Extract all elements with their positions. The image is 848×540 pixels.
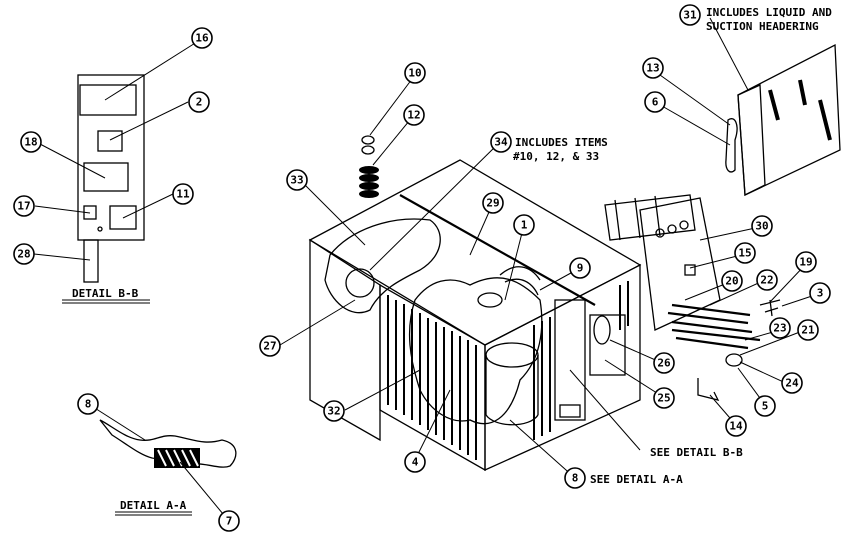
detail-bb-panel xyxy=(62,74,150,304)
callout-23: 23 xyxy=(769,317,791,339)
spring-part xyxy=(359,166,379,198)
callout-15: 15 xyxy=(734,242,756,264)
leader-lines xyxy=(33,17,819,521)
svg-text:24: 24 xyxy=(785,377,799,390)
detail-bb-title: DETAIL B-B xyxy=(72,287,139,300)
callout-25: 25 xyxy=(653,387,675,409)
svg-text:21: 21 xyxy=(801,324,815,337)
svg-text:7: 7 xyxy=(226,515,233,528)
condensing-unit-cabinet xyxy=(308,159,642,472)
svg-text:6: 6 xyxy=(652,96,659,109)
svg-text:16: 16 xyxy=(195,32,209,45)
callout-4: 4 xyxy=(404,451,426,473)
callout-9: 9 xyxy=(569,257,591,279)
note-34-line2: #10, 12, & 33 xyxy=(513,150,599,163)
callout-8-detail: 8 xyxy=(77,393,99,415)
coil-grille xyxy=(387,281,629,460)
see-detail-bb-note: SEE DETAIL B-B xyxy=(650,446,743,459)
callout-21: 21 xyxy=(797,319,819,341)
callout-29: 29 xyxy=(482,192,504,214)
callout-7: 7 xyxy=(218,510,240,532)
detail-aa-title: DETAIL A-A xyxy=(120,499,187,512)
svg-text:26: 26 xyxy=(657,357,671,370)
svg-text:29: 29 xyxy=(486,197,499,210)
svg-text:2: 2 xyxy=(196,96,203,109)
note-31-line1: INCLUDES LIQUID AND xyxy=(706,6,832,19)
svg-text:25: 25 xyxy=(657,392,670,405)
callout-14: 14 xyxy=(725,415,747,437)
callout-6: 6 xyxy=(644,91,666,113)
callout-34: 34 xyxy=(490,131,512,153)
detail-aa-insulator xyxy=(99,419,237,516)
svg-text:18: 18 xyxy=(24,136,37,149)
callout-30: 30 xyxy=(751,215,773,237)
svg-text:22: 22 xyxy=(760,274,773,287)
svg-text:4: 4 xyxy=(412,456,419,469)
svg-text:28: 28 xyxy=(17,248,30,261)
callout-1: 1 xyxy=(513,214,535,236)
svg-text:5: 5 xyxy=(762,400,769,413)
callout-8-main: 8 xyxy=(564,467,586,489)
svg-text:20: 20 xyxy=(725,275,738,288)
callout-11: 11 xyxy=(172,183,194,205)
svg-text:23: 23 xyxy=(773,322,786,335)
cap-part xyxy=(361,135,375,155)
callout-18: 18 xyxy=(20,131,42,153)
svg-text:31: 31 xyxy=(683,9,697,22)
svg-text:13: 13 xyxy=(646,62,659,75)
callout-27: 27 xyxy=(259,335,281,357)
svg-text:3: 3 xyxy=(817,287,824,300)
callout-28: 28 xyxy=(13,243,35,265)
svg-text:32: 32 xyxy=(327,405,340,418)
callout-31: 31 xyxy=(679,4,701,26)
svg-text:19: 19 xyxy=(799,256,812,269)
see-detail-aa-note: SEE DETAIL A-A xyxy=(590,473,683,486)
note-34-line1: INCLUDES ITEMS xyxy=(515,136,608,149)
svg-text:14: 14 xyxy=(729,420,743,433)
callout-13: 13 xyxy=(642,57,664,79)
callout-16: 16 xyxy=(191,27,213,49)
svg-text:1: 1 xyxy=(521,219,528,232)
svg-text:10: 10 xyxy=(408,67,421,80)
svg-text:15: 15 xyxy=(738,247,751,260)
svg-text:8: 8 xyxy=(572,472,579,485)
svg-text:27: 27 xyxy=(263,340,276,353)
svg-text:33: 33 xyxy=(290,174,303,187)
callout-22: 22 xyxy=(756,269,778,291)
callout-26: 26 xyxy=(653,352,675,374)
callout-10: 10 xyxy=(404,62,426,84)
svg-text:11: 11 xyxy=(176,188,190,201)
callout-17: 17 xyxy=(13,195,35,217)
svg-text:9: 9 xyxy=(577,262,584,275)
callout-32: 32 xyxy=(323,400,345,422)
svg-text:8: 8 xyxy=(85,398,92,411)
callout-20: 20 xyxy=(721,270,743,292)
liquid-suction-headering xyxy=(737,43,841,197)
tubing-assembly xyxy=(667,303,761,350)
callout-19: 19 xyxy=(795,251,817,273)
callout-24: 24 xyxy=(781,372,803,394)
note-31-line2: SUCTION HEADERING xyxy=(706,20,819,33)
svg-text:30: 30 xyxy=(755,220,768,233)
callout-2: 2 xyxy=(188,91,210,113)
svg-text:34: 34 xyxy=(494,136,508,149)
callout-33: 33 xyxy=(286,169,308,191)
svg-text:17: 17 xyxy=(17,200,30,213)
svg-text:12: 12 xyxy=(407,109,420,122)
callout-5: 5 xyxy=(754,395,776,417)
callout-12: 12 xyxy=(403,104,425,126)
callout-3: 3 xyxy=(809,282,831,304)
